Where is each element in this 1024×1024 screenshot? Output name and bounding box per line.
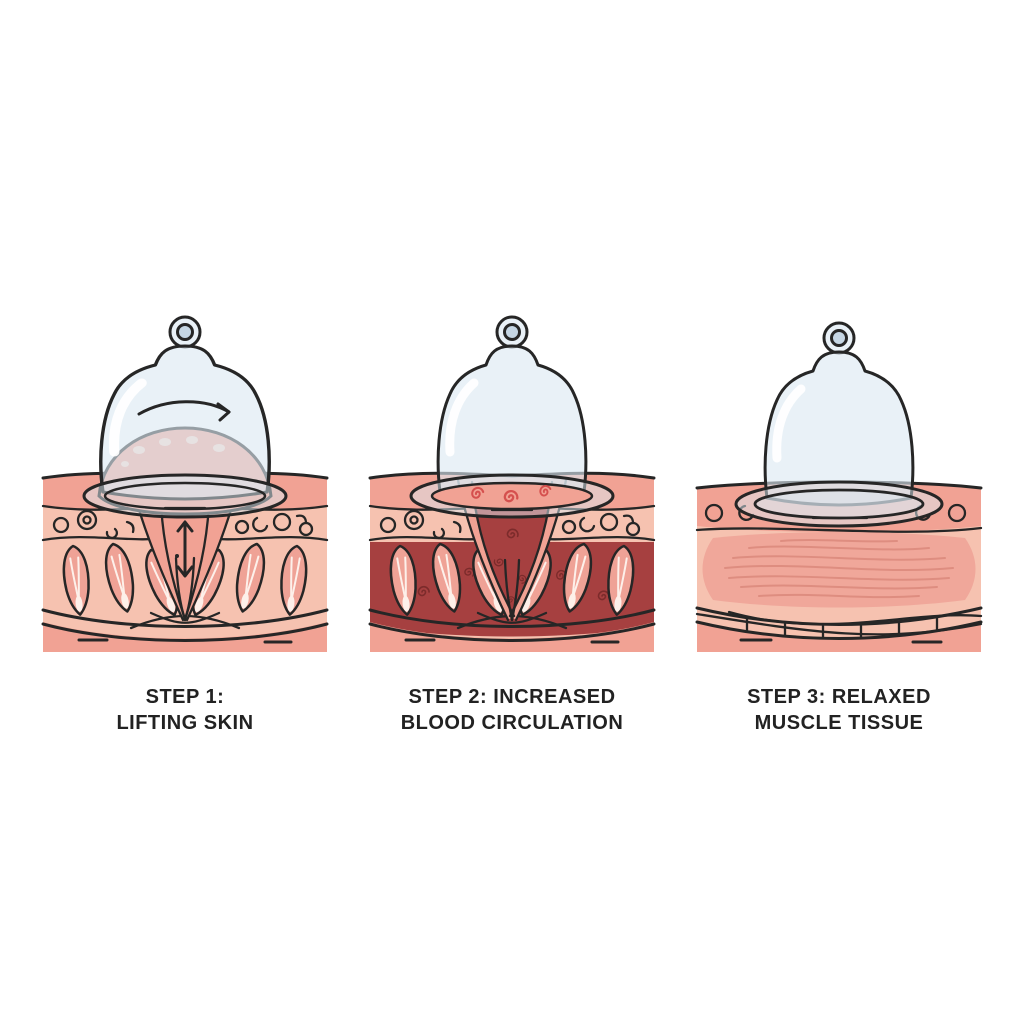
caption-line-1: STEP 1: — [145, 686, 225, 708]
step-1-caption: STEP 1: LIFTING SKIN — [116, 684, 253, 737]
suction-cup-icon — [82, 315, 288, 519]
steps-row: STEP 1: LIFTING SKIN — [0, 310, 1024, 737]
fat-cells — [379, 509, 641, 540]
rotation-arrow — [137, 400, 231, 422]
cup-rim — [82, 473, 288, 519]
caption-line-2: MUSCLE TISSUE — [754, 712, 924, 735]
step-2-panel: STEP 2: INCREASED BLOOD CIRCULATION — [362, 310, 662, 737]
step-3-panel: STEP 3: RELAXED MUSCLE TISSUE — [689, 310, 989, 737]
caption-line-1: STEP 2: INCREASED — [408, 686, 616, 708]
fat-cells — [52, 509, 314, 540]
caption-line-1: STEP 3: RELAXED — [747, 686, 931, 708]
step-3-illustration — [695, 321, 983, 652]
caption-line-2: BLOOD CIRCULATION — [400, 712, 624, 735]
step-1-illustration — [41, 315, 329, 652]
caption-line-2: LIFTING SKIN — [116, 712, 254, 735]
engorged-funnel-core — [472, 488, 552, 616]
muscle-striations — [724, 539, 954, 599]
vertical-stretch-arrow — [176, 520, 194, 578]
suction-cup-icon — [409, 315, 615, 519]
fat-cells — [704, 503, 967, 523]
step-2-caption: STEP 2: INCREASED BLOOD CIRCULATION — [401, 684, 624, 737]
suction-cup-icon — [734, 321, 944, 528]
fascia-layer — [695, 606, 983, 652]
step-3-caption: STEP 3: RELAXED MUSCLE TISSUE — [747, 684, 931, 737]
fascia-segments — [745, 615, 939, 639]
fascia-layer — [41, 608, 329, 652]
step-2-illustration — [368, 315, 656, 652]
step-1-panel: STEP 1: LIFTING SKIN — [35, 310, 335, 737]
relaxed-muscle-layer — [702, 532, 976, 608]
